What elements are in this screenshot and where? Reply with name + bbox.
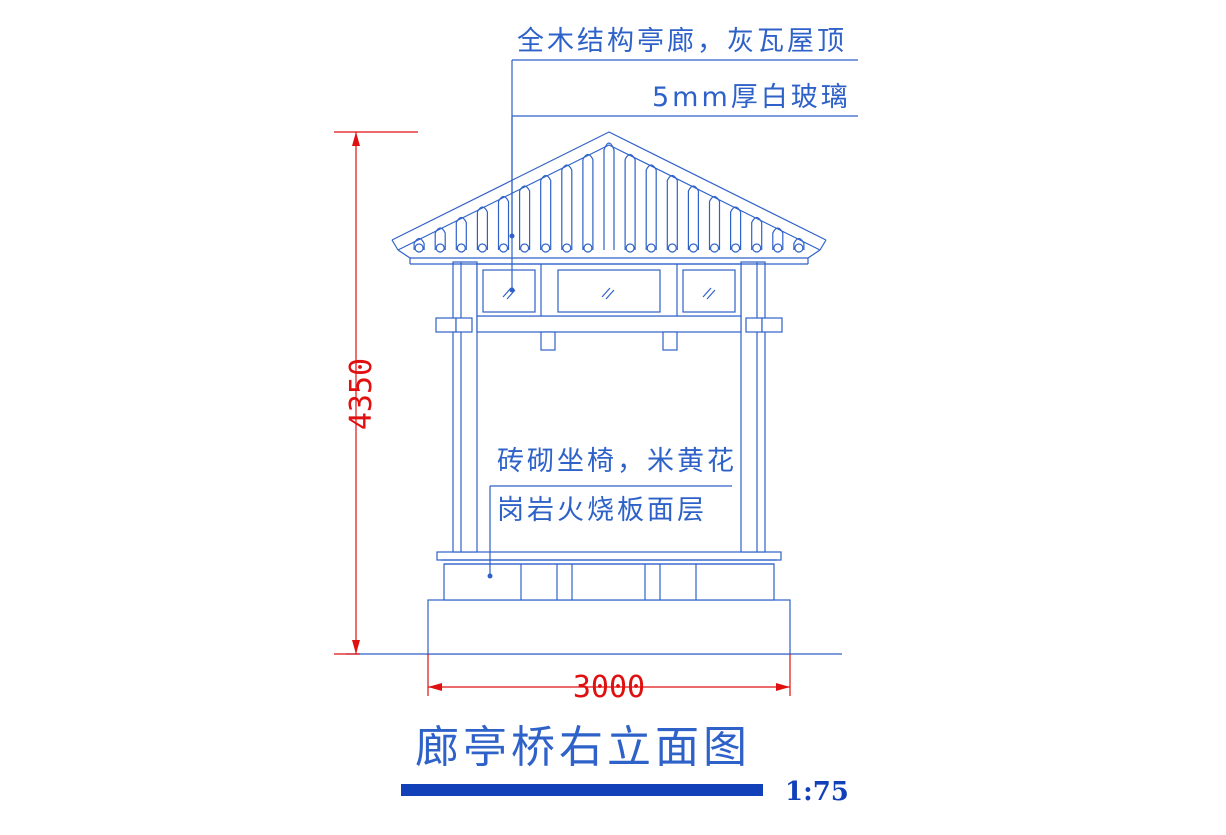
roof-tile-rib <box>455 216 467 250</box>
roof-tile-cap <box>667 243 677 253</box>
roof-tile-cap <box>688 243 699 253</box>
glass-note: 5mm厚白玻璃 <box>652 82 851 113</box>
roof-tile-rib <box>624 153 636 250</box>
roof-tile-rib <box>666 174 678 250</box>
base-plinth <box>427 599 791 655</box>
bench-note-line2: 岗岩火烧板面层 <box>497 495 707 526</box>
roof-tile-rib <box>561 164 573 250</box>
bench-note-line1: 砖砌坐椅，米黄花 <box>497 446 737 477</box>
roof-tile-cap <box>646 243 656 253</box>
roof-tile-rib <box>793 237 805 250</box>
roof-tile-cap <box>625 243 635 253</box>
roof-tile-rib <box>687 185 699 250</box>
roof-tile-cap <box>498 243 509 253</box>
roof-tile-rib <box>730 206 742 250</box>
scale-bar <box>401 784 763 796</box>
roof-tile-rib <box>413 237 425 250</box>
roof-tile-cap <box>794 243 804 253</box>
roof-tile-cap <box>435 243 445 253</box>
roof-tile-cap <box>562 243 572 253</box>
drawing-scale: 1:75 <box>785 777 849 807</box>
width-dimension-label: 3000 <box>573 670 645 705</box>
roof-ridge-tile <box>603 142 615 250</box>
beam-frame <box>435 315 783 351</box>
roof-tile-cap <box>752 243 762 253</box>
roof-tile-cap <box>709 243 720 253</box>
roof-tile-rib <box>519 185 531 250</box>
height-dimension <box>334 131 418 655</box>
brick-bench <box>436 551 782 601</box>
drawing-title: 廊亭桥右立面图 <box>415 722 751 773</box>
roof-tile-cap <box>773 243 783 253</box>
tile-roof <box>391 131 827 265</box>
roof-tile-rib <box>434 227 446 250</box>
leader-lines <box>487 59 858 579</box>
roof-note: 全木结构亭廊，灰瓦屋顶 <box>517 26 847 57</box>
roof-tile-rib <box>540 174 552 250</box>
roof-tile-cap <box>477 243 487 253</box>
roof-tile-cap <box>456 243 466 253</box>
roof-tile-cap <box>541 243 551 253</box>
roof-tile-rib <box>708 195 721 250</box>
roof-tile-cap <box>414 243 424 253</box>
roof-tile-cap <box>519 243 530 253</box>
roof-tile-rib <box>645 164 657 250</box>
width-dimension <box>427 654 791 696</box>
height-dimension-label: 4350 <box>344 358 379 430</box>
roof-tile-rib <box>476 206 488 250</box>
roof-tile-rib <box>582 153 594 250</box>
roof-tile-rib <box>497 195 510 250</box>
roof-tile-rib <box>751 216 763 250</box>
roof-tile-cap <box>730 243 741 253</box>
roof-tile-rib <box>772 227 784 250</box>
roof-tile-cap <box>583 243 593 253</box>
glass-windows <box>476 263 742 317</box>
columns <box>452 261 766 553</box>
